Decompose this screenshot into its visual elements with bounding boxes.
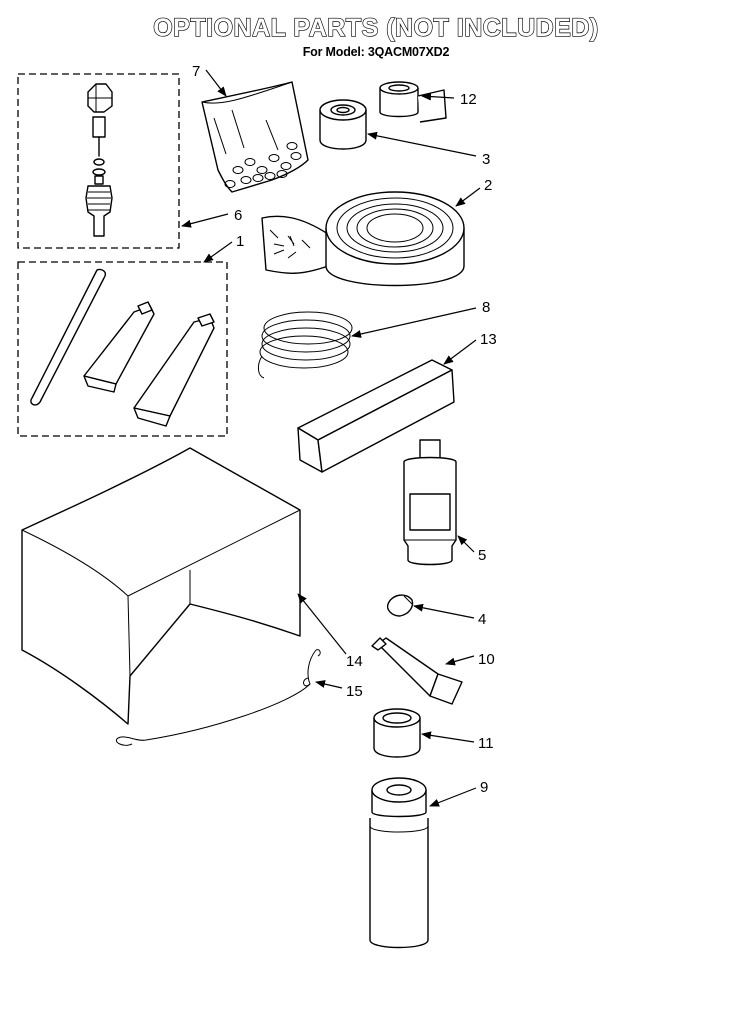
leader-15 xyxy=(315,680,343,689)
leader-10 xyxy=(445,655,475,666)
part-4-cap xyxy=(386,594,414,617)
leader-5 xyxy=(457,535,475,553)
callout-1: 1 xyxy=(236,233,244,250)
callout-5: 5 xyxy=(478,547,486,564)
callout-8: 8 xyxy=(482,299,490,316)
callout-6: 6 xyxy=(234,207,242,224)
leader-6 xyxy=(181,213,229,228)
kit-1-dashed-box xyxy=(17,261,228,437)
part-9-canister xyxy=(369,777,429,949)
part-8-coil xyxy=(257,311,353,379)
callout-13: 13 xyxy=(480,331,497,348)
part-10-tube xyxy=(371,637,463,705)
callout-12: 12 xyxy=(460,91,477,108)
page-title: OPTIONAL PARTS (NOT INCLUDED) xyxy=(153,13,599,42)
kit-6-dashed-box xyxy=(17,73,180,249)
part-5-bottle xyxy=(403,439,457,566)
callout-3: 3 xyxy=(482,151,490,168)
part-13-foam-strip xyxy=(297,359,455,473)
leader-2 xyxy=(455,187,481,207)
part-14-cover xyxy=(21,447,301,725)
callout-7: 7 xyxy=(192,63,200,80)
model-subtitle: For Model: 3QACM07XD2 xyxy=(302,45,450,59)
callout-11: 11 xyxy=(478,735,494,752)
leader-1 xyxy=(203,241,233,263)
callout-15: 15 xyxy=(346,683,363,700)
callout-14: 14 xyxy=(346,653,363,670)
callout-labels: 7 12 3 2 6 1 8 13 5 4 10 11 9 14 15 xyxy=(192,63,497,796)
part-12-tape-roll xyxy=(379,81,447,123)
leader-4 xyxy=(413,603,475,619)
leader-7 xyxy=(205,69,227,97)
leader-9 xyxy=(429,787,477,807)
leader-3 xyxy=(367,131,477,157)
callout-4: 4 xyxy=(478,611,486,628)
leader-12 xyxy=(421,92,455,101)
leader-11 xyxy=(421,731,475,743)
part-15-cord xyxy=(116,649,321,746)
callout-2: 2 xyxy=(484,177,492,194)
leader-lines xyxy=(181,69,481,807)
part-7-hardware-bag xyxy=(201,81,309,193)
leader-8 xyxy=(351,307,477,338)
callout-10: 10 xyxy=(478,651,495,668)
part-6-valve-kit xyxy=(17,73,180,249)
part-1-sealant-kit xyxy=(17,261,228,437)
leader-13 xyxy=(443,339,477,365)
leader-14 xyxy=(297,593,347,655)
part-2-insulation-roll xyxy=(261,191,465,287)
part-3-tape-roll xyxy=(319,99,367,150)
part-11-ring xyxy=(373,708,421,758)
callout-9: 9 xyxy=(480,779,488,796)
